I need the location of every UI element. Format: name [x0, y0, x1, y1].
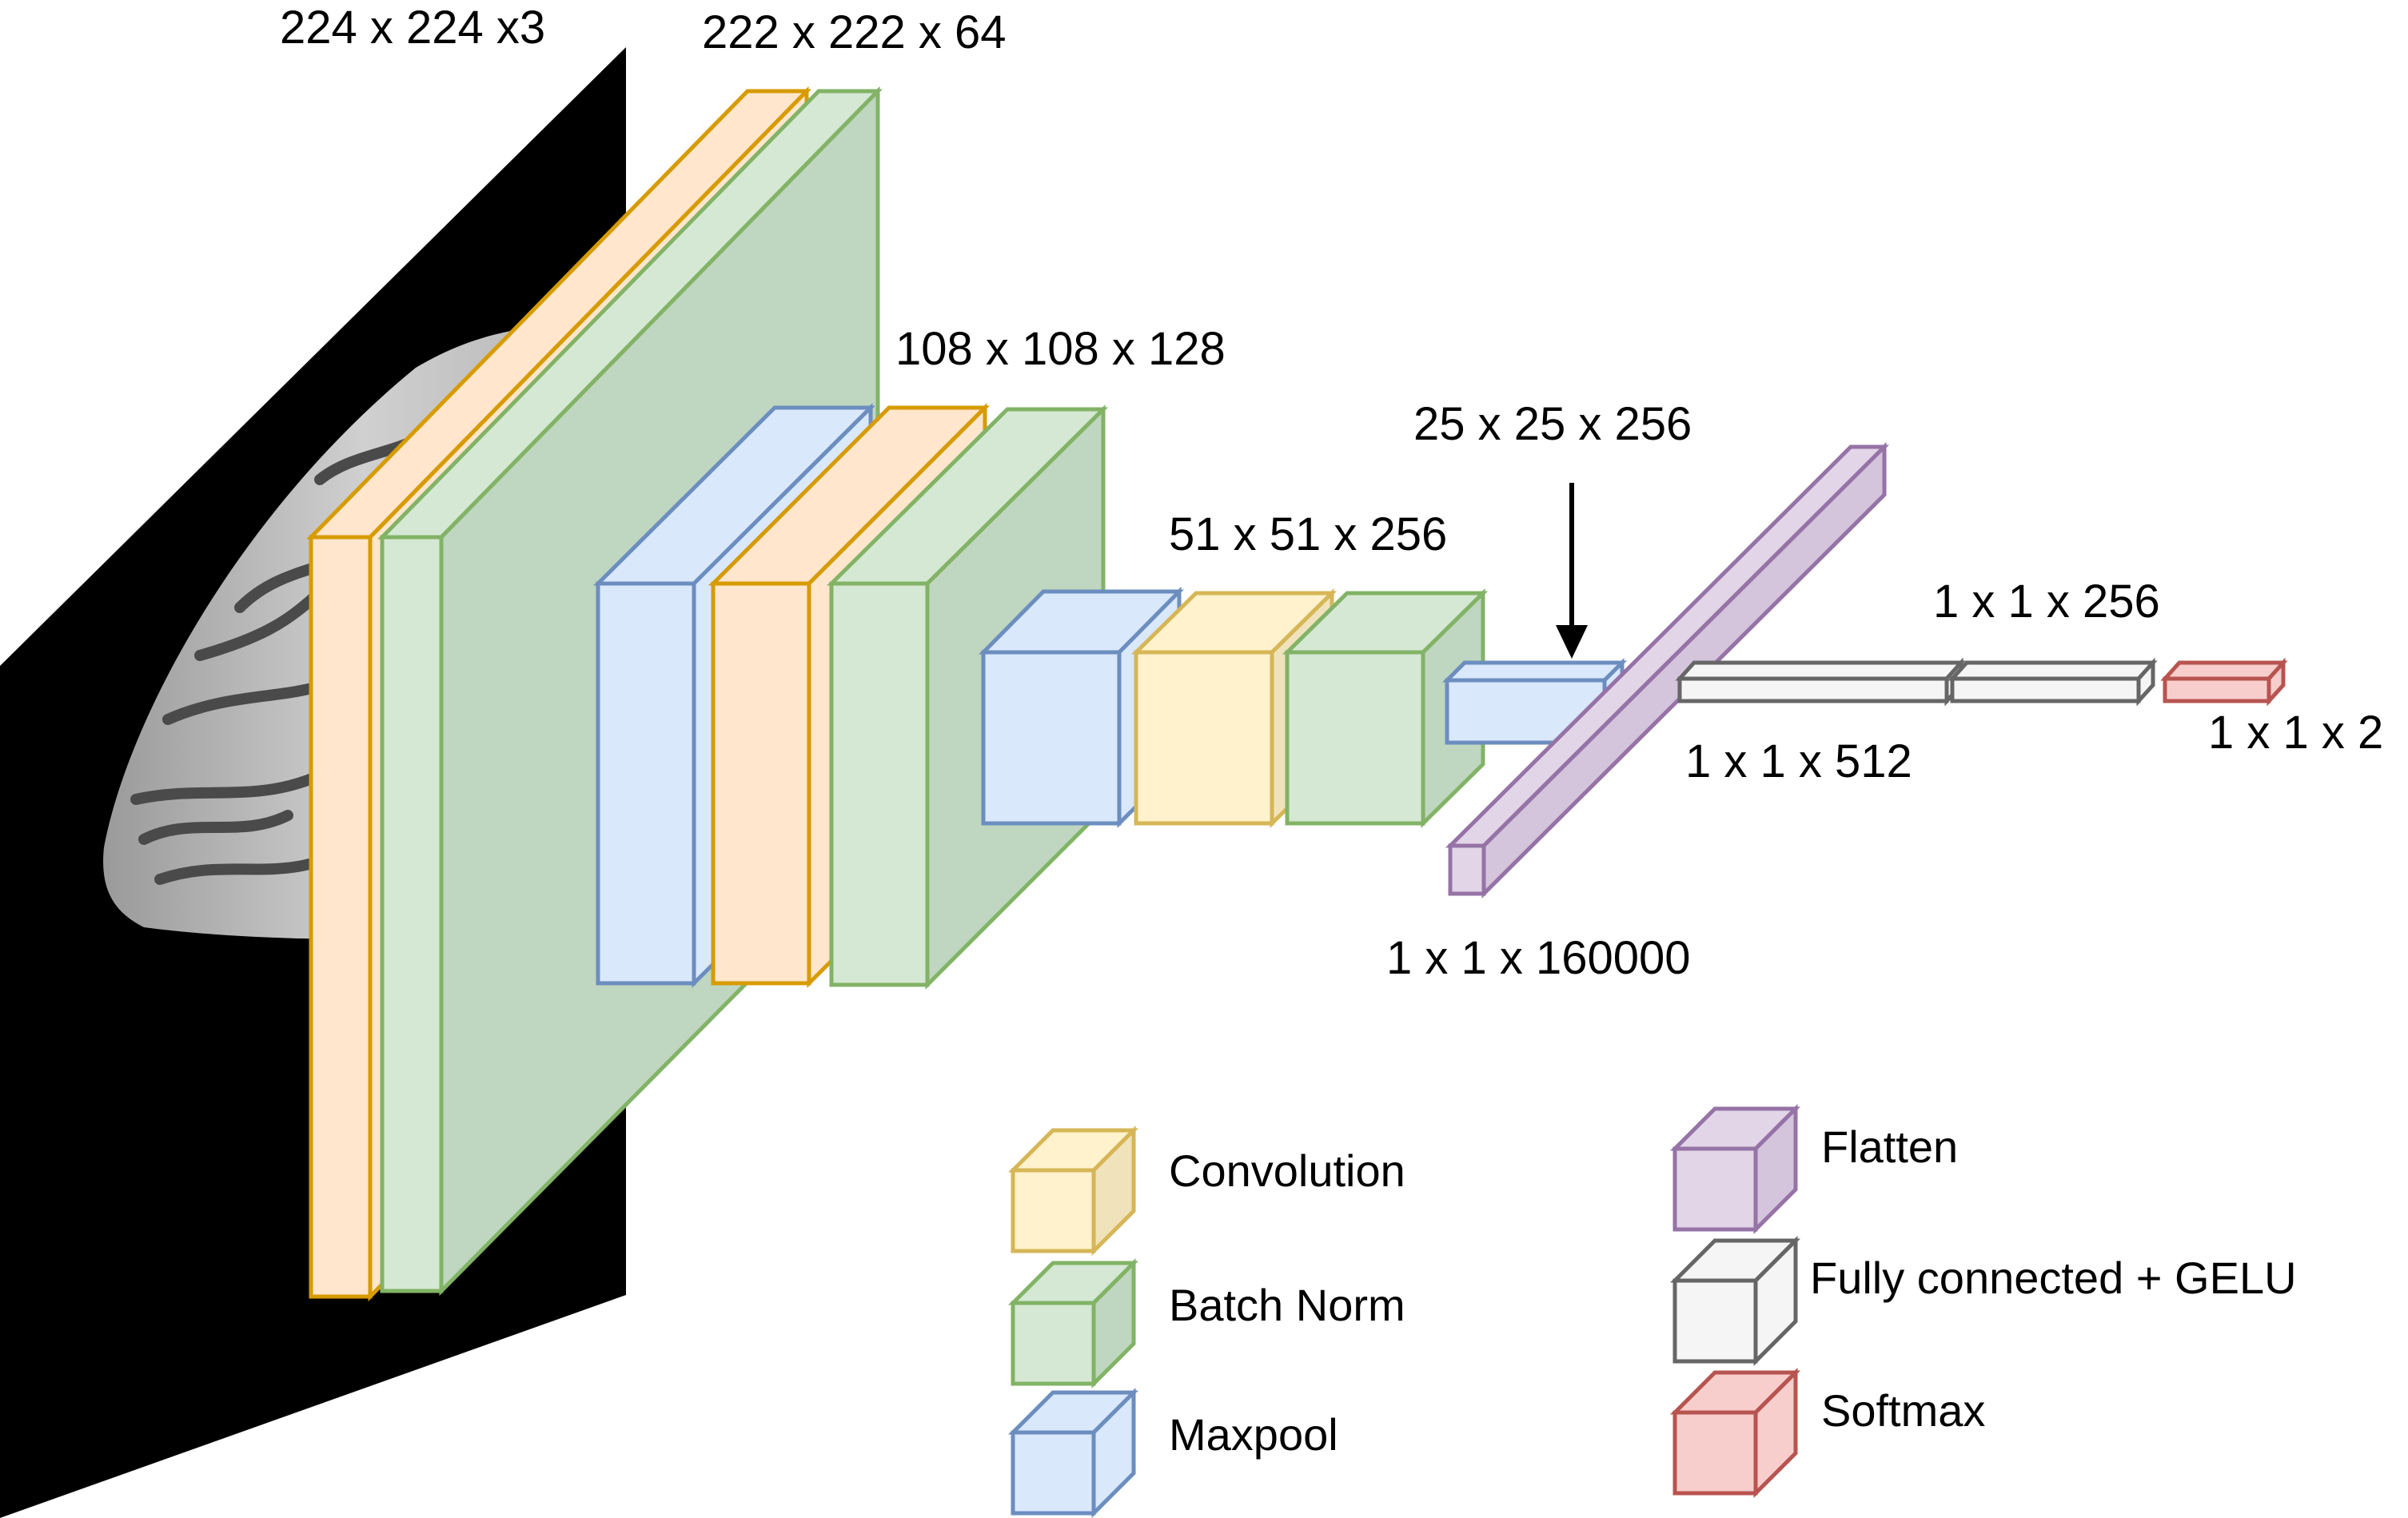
fc1-dimension-label: 1 x 1 x 512 [1685, 735, 1912, 787]
pool3-dimension-label: 25 x 25 x 256 [1413, 398, 1692, 450]
conv1-dimension-label: 222 x 222 x 64 [702, 6, 1007, 58]
legend-maxpool-icon [1007, 1387, 1139, 1518]
input-dimension-label: 224 x 224 x3 [280, 2, 545, 54]
fc2-fully-connected-layer [1948, 657, 2158, 707]
legend-softmax-icon [1669, 1367, 1801, 1499]
block3-batch-norm-layer [1282, 588, 1489, 828]
softmax-dimension-label: 1 x 1 x 2 [2208, 707, 2383, 759]
legend-fully-connected-icon [1669, 1235, 1801, 1367]
flatten-dimension-label: 1 x 1 x 160000 [1386, 932, 1691, 984]
softmax-layer [2160, 657, 2288, 707]
legend: Convolution Batch Norm Maxpool Flatten [1007, 1103, 2297, 1518]
legend-fully-connected-label: Fully connected + GELU [1810, 1253, 2297, 1303]
pool3-arrow [1556, 483, 1588, 659]
legend-flatten-label: Flatten [1821, 1122, 1958, 1172]
legend-batch-norm-label: Batch Norm [1169, 1280, 1405, 1330]
fc1-fully-connected-layer [1675, 657, 1966, 707]
legend-batch-norm-icon [1007, 1257, 1139, 1389]
legend-maxpool-label: Maxpool [1169, 1409, 1338, 1460]
legend-convolution-label: Convolution [1169, 1145, 1405, 1196]
legend-flatten-icon [1669, 1103, 1801, 1235]
legend-convolution-icon [1007, 1125, 1139, 1257]
flatten-layer [1445, 441, 1890, 899]
block3-dimension-label: 51 x 51 x 256 [1169, 508, 1447, 560]
fc2-dimension-label: 1 x 1 x 256 [1933, 576, 2160, 628]
legend-softmax-label: Softmax [1821, 1385, 1985, 1436]
block2-dimension-label: 108 x 108 x 128 [895, 323, 1226, 375]
